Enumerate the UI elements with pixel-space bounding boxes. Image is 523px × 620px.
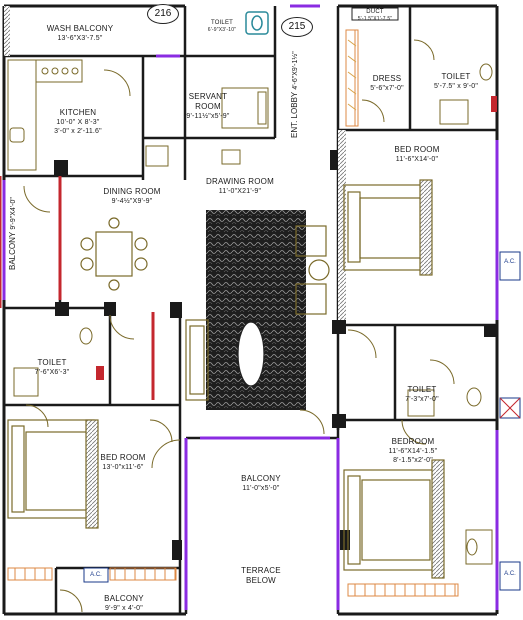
drawing-room-label: DRAWING ROOM 11'-0"X21'-9" <box>206 177 274 195</box>
toilet-left-label: TOILET 7'-6"X6'-3" <box>34 358 70 376</box>
dining-room-label: DINING ROOM 9'-4½"X9'-9" <box>103 187 161 205</box>
bed-room-left-label: BED ROOM 13'-0"x11'-6" <box>100 453 146 471</box>
ac-label-right-upper: A.C. <box>504 259 516 265</box>
dress-label: DRESS 5'-6"x7'-0" <box>370 74 404 92</box>
balcony-bottom-label: BALCONY 9'-9" x 4'-0" <box>104 594 144 612</box>
unit-number-216: 216 <box>147 4 179 24</box>
kitchen-label: KITCHEN 10'-0" X 8'-3" 3'-0" x 2'-11.6" <box>54 108 102 135</box>
toilet-right-label: TOILET 7'-3"x7'-0" <box>405 385 439 403</box>
duct-label: DUCT 5'-1.5"X1'-7.5" <box>357 9 393 22</box>
balcony-center-label: BALCONY 11'-0"x5'-0" <box>241 474 281 492</box>
ent-lobby-label: ENT. LOBBY 4'-6"X9'-1½" <box>290 51 299 138</box>
toilet-servant-label: TOILET 6'-9"X3'-10" <box>207 20 237 33</box>
toilet-master-label: TOILET 5'-7.5" x 9'-0" <box>433 72 479 90</box>
center-table <box>237 321 265 387</box>
balcony-left-label: BALCONY 9'-9"X4'-0" <box>8 197 17 270</box>
wash-balcony-label: WASH BALCONY 13'-6"X3'-7.5" <box>46 24 114 42</box>
ac-label-right-lower: A.C. <box>504 571 516 577</box>
ac-label-bottom-left: A.C. <box>90 572 102 578</box>
servant-room-label: SERVANT ROOM 9'-11½"x5'-9" <box>186 92 230 120</box>
bed-room-master-label: BED ROOM 11'-6"X14'-0" <box>394 145 440 163</box>
terrace-label: TERRACE BELOW <box>241 566 281 585</box>
unit-number-215: 215 <box>281 17 313 37</box>
bedroom-right-label: BEDROOM 11'-6"X14'-1.5" 8'-1.5"x2'-0" <box>388 437 438 464</box>
